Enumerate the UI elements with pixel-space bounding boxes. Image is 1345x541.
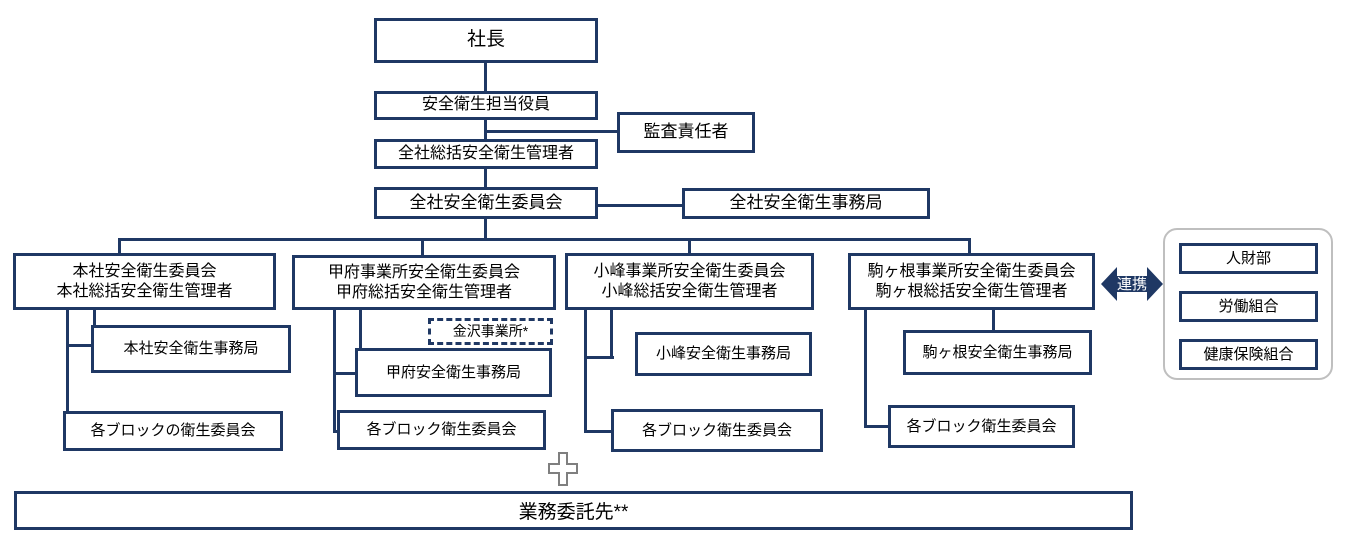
node-branch-office-komagane[interactable]: 駒ヶ根安全衛生事務局 xyxy=(903,330,1092,375)
node-branch-committee-kofu[interactable]: 甲府事業所安全衛生委員会 甲府総括安全衛生管理者 xyxy=(292,255,556,310)
plus-icon xyxy=(548,452,578,486)
connector-honsha-office-arm xyxy=(66,344,96,347)
node-branch-committee-honsha[interactable]: 本社安全衛生委員会 本社総括安全衛生管理者 xyxy=(13,253,276,310)
node-branch-office-komine[interactable]: 小峰安全衛生事務局 xyxy=(635,332,812,376)
node-branch-blocks-kofu[interactable]: 各ブロック衛生委員会 xyxy=(337,410,546,450)
connector-branch-bus xyxy=(118,238,971,241)
connector-komagane-blocks-arm xyxy=(864,425,894,428)
node-branch-blocks-komine[interactable]: 各ブロック衛生委員会 xyxy=(611,409,823,452)
plus-connector-icon xyxy=(548,452,578,486)
connector-president-officer xyxy=(484,61,487,94)
node-branch-committee-komagane[interactable]: 駒ヶ根事業所安全衛生委員会 駒ヶ根総括安全衛生管理者 xyxy=(848,253,1095,310)
connector-komine-office-stem xyxy=(610,308,613,356)
connector-audit-link xyxy=(484,130,620,133)
node-outsourcing-bar[interactable]: 業務委託先** xyxy=(14,491,1133,530)
partner-box-jinzaibu[interactable]: 人財部 xyxy=(1179,243,1318,274)
partner-box-roudoukumiai[interactable]: 労働組合 xyxy=(1179,291,1318,322)
connector-komagane-spine xyxy=(864,308,867,428)
connector-komine-blocks-arm xyxy=(584,430,616,433)
connector-generalmanager-committee xyxy=(484,168,487,190)
connector-committee-office xyxy=(596,204,684,207)
connector-bus-drop-honsha xyxy=(118,238,121,255)
node-branch-office-honsha[interactable]: 本社安全衛生事務局 xyxy=(91,325,291,373)
connector-bus-drop-komine xyxy=(688,238,691,255)
connector-honsha-spine xyxy=(66,308,69,430)
node-company-safety-committee[interactable]: 全社安全衛生委員会 xyxy=(374,187,598,219)
link-arrow-renkei: 連携 xyxy=(1101,262,1163,306)
link-arrow-label: 連携 xyxy=(1116,275,1147,293)
node-audit-manager[interactable]: 監査責任者 xyxy=(617,112,755,153)
connector-committee-bus-stem xyxy=(484,217,487,241)
node-branch-blocks-komagane[interactable]: 各ブロック衛生委員会 xyxy=(888,405,1075,448)
connector-kofu-spine xyxy=(333,308,336,430)
node-safety-officer[interactable]: 安全衛生担当役員 xyxy=(374,91,598,120)
node-branch-committee-komine[interactable]: 小峰事業所安全衛生委員会 小峰総括安全衛生管理者 xyxy=(565,253,814,310)
connector-komine-spine xyxy=(584,308,587,430)
connector-officer-generalmanager xyxy=(484,118,487,140)
node-branch-office-kofu[interactable]: 甲府安全衛生事務局 xyxy=(355,348,552,397)
connector-komine-office-arm xyxy=(584,356,614,359)
connector-bus-drop-kofu xyxy=(421,238,424,257)
outsourcing-label: 業務委託先** xyxy=(518,502,629,523)
connector-kofu-office-stem xyxy=(359,308,362,372)
node-general-safety-manager[interactable]: 全社総括安全衛生管理者 xyxy=(374,139,598,169)
connector-kofu-office-arm xyxy=(333,372,362,375)
partner-box-kenkouhoken[interactable]: 健康保険組合 xyxy=(1179,339,1318,370)
connector-komagane-office-stem xyxy=(992,308,995,332)
node-president[interactable]: 社長 xyxy=(374,18,598,63)
double-arrow-icon xyxy=(1101,267,1163,301)
node-branch-blocks-honsha[interactable]: 各ブロックの衛生委員会 xyxy=(63,411,283,451)
connector-bus-drop-komagane xyxy=(968,238,971,255)
node-company-safety-office[interactable]: 全社安全衛生事務局 xyxy=(682,188,930,219)
node-branch-annex-kanazawa[interactable]: 金沢事業所* xyxy=(428,318,553,345)
